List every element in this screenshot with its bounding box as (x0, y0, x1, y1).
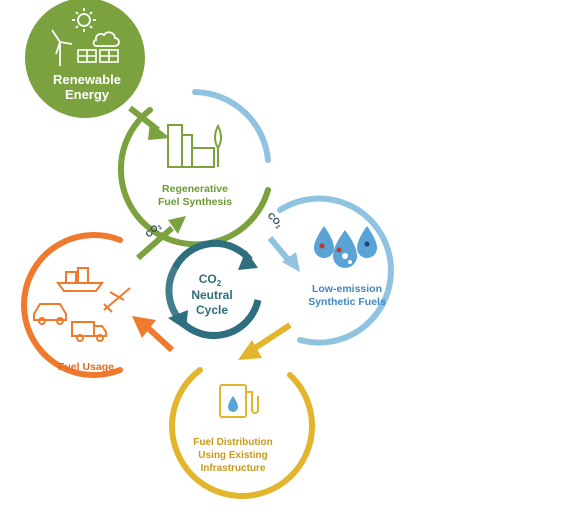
synthetic-ring (277, 195, 394, 346)
fuel-pump-icon (219, 384, 259, 418)
cloud-icon (92, 31, 120, 47)
renewable-circle (25, 0, 145, 118)
center-neutral-label: Neutral (191, 288, 232, 302)
distribution-ring (169, 367, 315, 499)
center-cycle (165, 239, 262, 340)
center-co2-label: CO2 (199, 272, 222, 288)
distribution-label-3: Infrastructure (200, 463, 265, 474)
solar-panel-icon (77, 49, 119, 63)
regenerative-ring (117, 89, 271, 248)
factory-icon (167, 123, 222, 168)
connector-arrows (128, 105, 300, 360)
airplane-icon (103, 287, 131, 313)
usage-label: Fuel Usage (58, 361, 114, 373)
regenerative-label-2: Fuel Synthesis (158, 196, 232, 208)
renewable-label-1: Renewable (53, 72, 121, 87)
synthetic-label-2: Synthetic Fuels (308, 296, 386, 308)
distribution-label-2: Using Existing (198, 450, 267, 461)
renewable-label-2: Energy (65, 87, 110, 102)
co2-right-label: CO2 (264, 210, 285, 231)
regenerative-label-1: Regenerative (162, 183, 228, 195)
truck-icon (71, 321, 107, 342)
synthetic-label-1: Low-emission (312, 283, 382, 295)
distribution-label-1: Fuel Distribution (193, 437, 272, 448)
wind-turbine-icon (51, 29, 73, 66)
fuel-droplets-icon (314, 226, 377, 268)
ship-icon (56, 267, 104, 292)
sun-icon (72, 8, 96, 32)
usage-ring (21, 232, 123, 378)
center-cycle-label: Cycle (196, 303, 228, 317)
car-icon (33, 303, 67, 325)
